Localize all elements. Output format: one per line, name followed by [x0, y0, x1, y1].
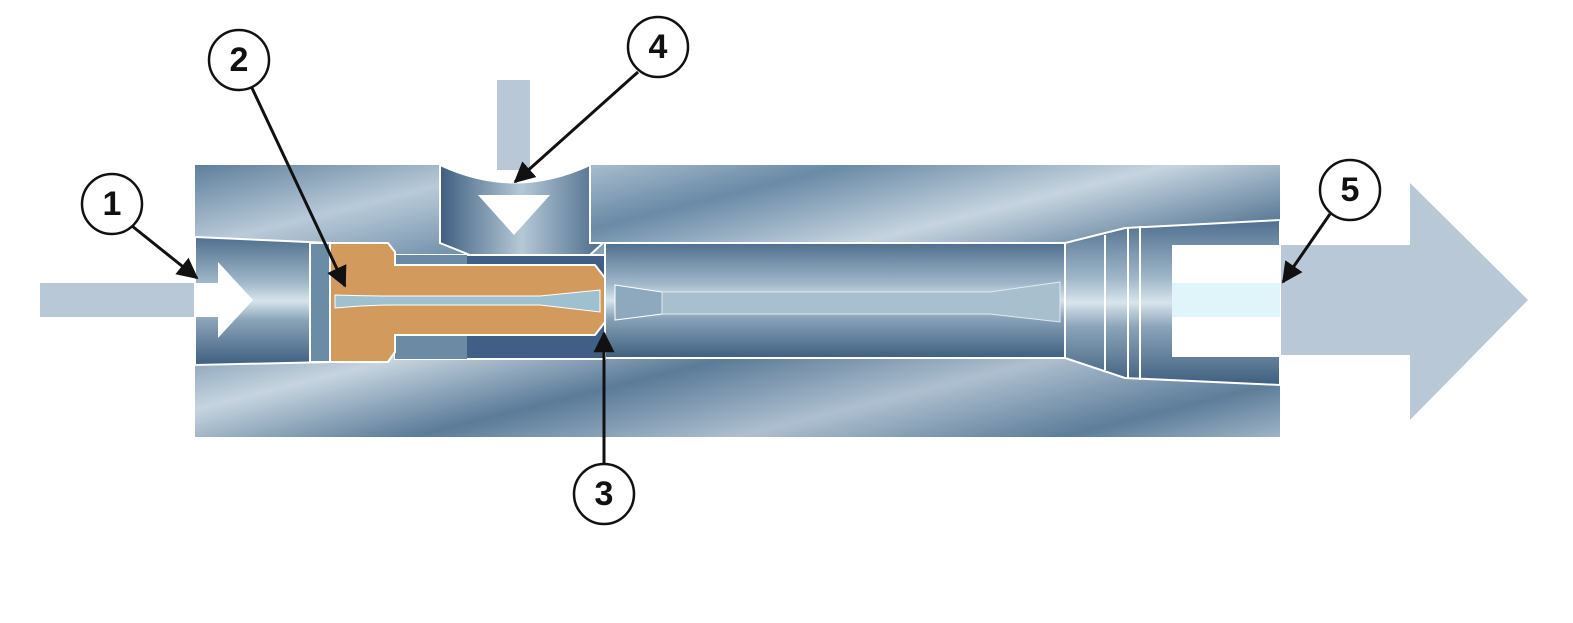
inlet-flow-arrow-shaft	[40, 283, 200, 317]
callout-1: 1	[80, 172, 144, 236]
nozzle-bore	[334, 289, 601, 313]
callout-5: 5	[1318, 158, 1382, 222]
svg-text:2: 2	[230, 41, 249, 79]
leader-1	[131, 224, 199, 280]
callout-3: 3	[572, 462, 636, 526]
throat	[661, 281, 1061, 323]
suction-flow-arrow-shaft	[497, 80, 530, 170]
leader-5	[1281, 213, 1332, 284]
suction-arrow-icon	[478, 195, 550, 235]
svg-text:3: 3	[595, 475, 614, 513]
svg-text:5: 5	[1341, 171, 1360, 209]
callout-4: 4	[626, 15, 690, 79]
outlet-flow	[1172, 283, 1280, 317]
svg-text:4: 4	[649, 28, 668, 66]
leader-2	[250, 87, 347, 288]
inlet-ring	[309, 242, 331, 363]
outlet-flow-arrow	[1280, 183, 1528, 420]
inlet-arrow-icon	[195, 262, 253, 338]
leader-4	[513, 70, 639, 184]
callout-2: 2	[207, 28, 271, 92]
svg-text:1: 1	[103, 185, 122, 223]
